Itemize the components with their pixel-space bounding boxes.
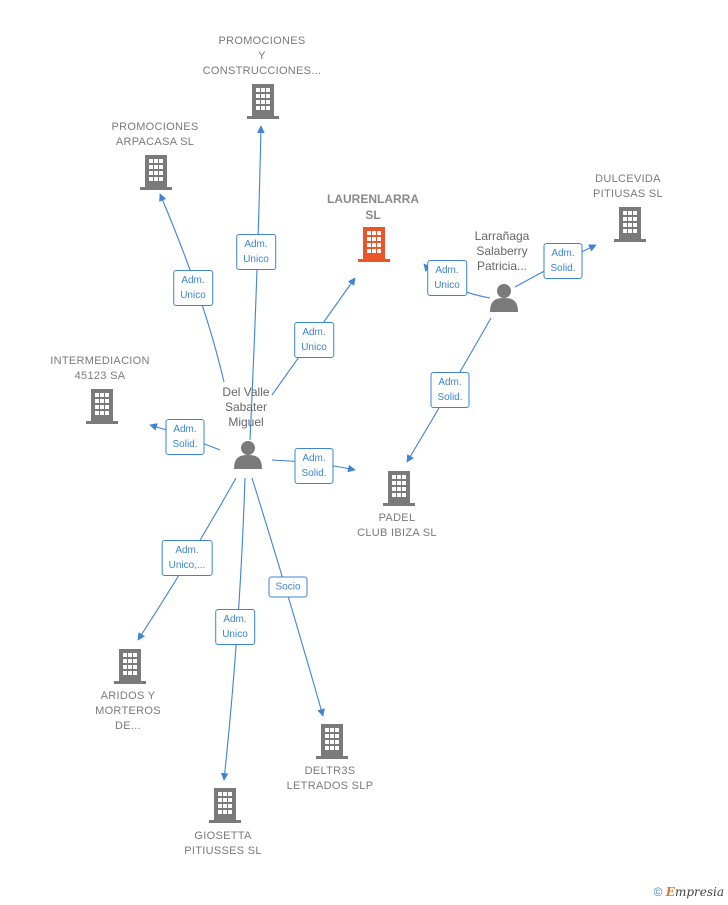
building-icon[interactable] bbox=[316, 724, 348, 759]
building-icon[interactable] bbox=[247, 84, 279, 119]
node-label-aridos[interactable]: ARIDOS Y MORTEROS DE... bbox=[95, 690, 161, 732]
node-label-promociones-arpacasa[interactable]: PROMOCIONES ARPACASA SL bbox=[111, 121, 199, 148]
edge-label: Adm. Solid. bbox=[430, 372, 470, 408]
edge-label: Adm. Solid. bbox=[543, 243, 583, 279]
node-label-intermediacion[interactable]: INTERMEDIACION 45123 SA bbox=[50, 355, 150, 382]
building-icon[interactable] bbox=[140, 155, 172, 190]
edge-label: Adm. Unico bbox=[236, 234, 276, 270]
person-icon[interactable] bbox=[490, 284, 518, 312]
edge-label: Adm. Unico bbox=[294, 322, 334, 358]
copyright-notice: © Empresia bbox=[654, 885, 724, 899]
node-label-giosetta[interactable]: GIOSETTA PITIUSSES SL bbox=[184, 830, 262, 857]
node-label-dulcevida[interactable]: DULCEVIDA PITIUSAS SL bbox=[593, 173, 663, 200]
edge-label: Adm. Solid. bbox=[294, 448, 334, 484]
edge-label: Adm. Unico bbox=[215, 609, 255, 645]
building-icon[interactable] bbox=[383, 471, 415, 506]
node-label-promociones-construcciones[interactable]: PROMOCIONES Y CONSTRUCCIONES... bbox=[202, 35, 322, 77]
edge-label: Adm. Solid. bbox=[165, 419, 205, 455]
node-label-padel[interactable]: PADEL CLUB IBIZA SL bbox=[357, 512, 437, 539]
building-icon[interactable] bbox=[86, 389, 118, 424]
node-label-laurenlarra[interactable]: LAURENLARRA SL bbox=[327, 192, 419, 222]
edge-label: Adm. Unico bbox=[173, 270, 213, 306]
building-icon[interactable] bbox=[114, 649, 146, 684]
edge-label: Socio bbox=[268, 576, 308, 598]
edge-line bbox=[249, 125, 265, 441]
building-icon[interactable] bbox=[614, 207, 646, 242]
copyright-icon: © bbox=[653, 885, 663, 899]
person-icon[interactable] bbox=[234, 441, 262, 469]
node-label-larranaga[interactable]: Larrañaga Salaberry Patricia... bbox=[474, 229, 530, 273]
building-icon[interactable] bbox=[209, 788, 241, 823]
edge-label: Adm. Unico bbox=[427, 260, 467, 296]
building-icon[interactable] bbox=[358, 227, 390, 262]
node-label-deltr3s[interactable]: DELTR3S LETRADOS SLP bbox=[286, 765, 374, 792]
node-label-del-valle[interactable]: Del Valle Sabater Miguel bbox=[222, 385, 270, 429]
edge-line bbox=[251, 477, 325, 717]
brand-logo[interactable]: Empresia bbox=[665, 885, 724, 899]
edge-label: Adm. Unico,... bbox=[161, 540, 213, 576]
